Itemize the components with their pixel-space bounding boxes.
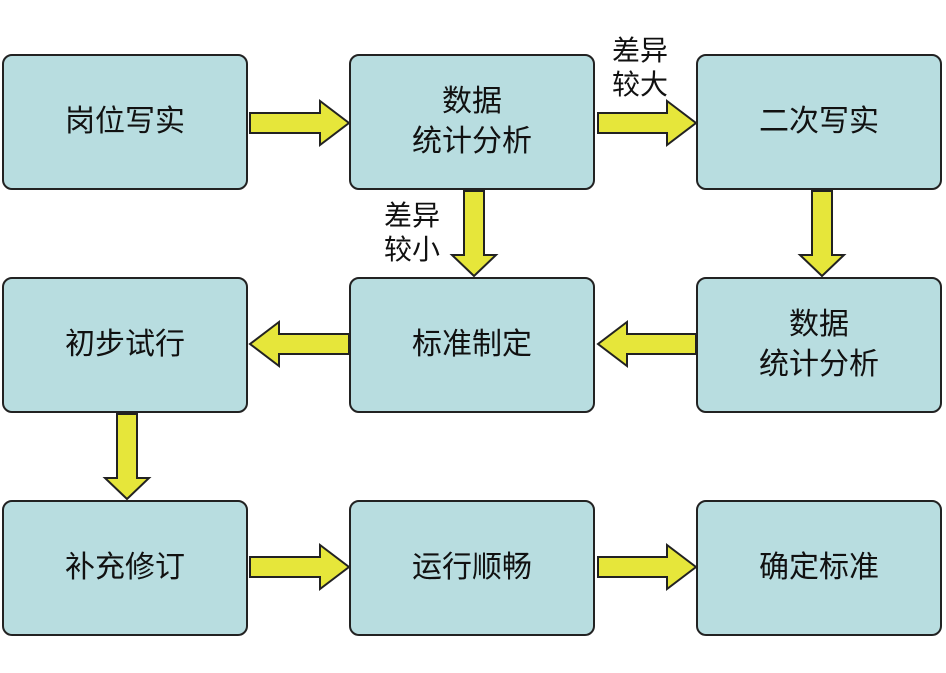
step-standard-setting: 标准制定 (349, 277, 595, 413)
step-label-line1: 数据 (789, 307, 849, 342)
label-line1: 差异 (384, 199, 441, 232)
arrow-s5-to-s6 (248, 319, 350, 369)
step-trial-run: 初步试行 (2, 277, 248, 413)
arrow-s2-to-s3 (597, 98, 698, 148)
step-second-observation: 二次写实 (696, 54, 942, 190)
step-label: 补充修订 (65, 550, 185, 585)
step-label: 标准制定 (412, 327, 532, 362)
arrow-s8-to-s9 (597, 542, 698, 592)
step-data-analysis-1: 数据 统计分析 (349, 54, 595, 190)
step-label-line1: 数据 (442, 84, 502, 119)
step-label: 二次写实 (759, 104, 879, 139)
label-large-difference: 差异 较大 (612, 34, 668, 102)
arrow-s3-to-s4 (797, 190, 847, 278)
step-label-line2: 统计分析 (412, 124, 532, 159)
step-label: 运行顺畅 (412, 550, 532, 585)
label-line2: 较大 (612, 68, 669, 101)
step-label-line2: 统计分析 (759, 347, 879, 382)
label-line2: 较小 (384, 233, 441, 266)
step-data-analysis-2: 数据 统计分析 (696, 277, 942, 413)
arrow-s4-to-s5 (596, 319, 697, 369)
step-smooth-operation: 运行顺畅 (349, 500, 595, 636)
arrow-s7-to-s8 (249, 542, 351, 592)
step-revision: 补充修订 (2, 500, 248, 636)
step-label: 确定标准 (759, 550, 879, 585)
arrow-s2-to-s5 (449, 190, 499, 278)
label-line1: 差异 (612, 34, 669, 67)
arrow-s6-to-s7 (102, 413, 152, 501)
arrow-s1-to-s2 (249, 98, 351, 148)
step-job-observation: 岗位写实 (2, 54, 248, 190)
step-label: 初步试行 (65, 327, 185, 362)
label-small-difference: 差异 较小 (384, 199, 440, 267)
step-label: 岗位写实 (65, 104, 185, 139)
step-finalize-standard: 确定标准 (696, 500, 942, 636)
